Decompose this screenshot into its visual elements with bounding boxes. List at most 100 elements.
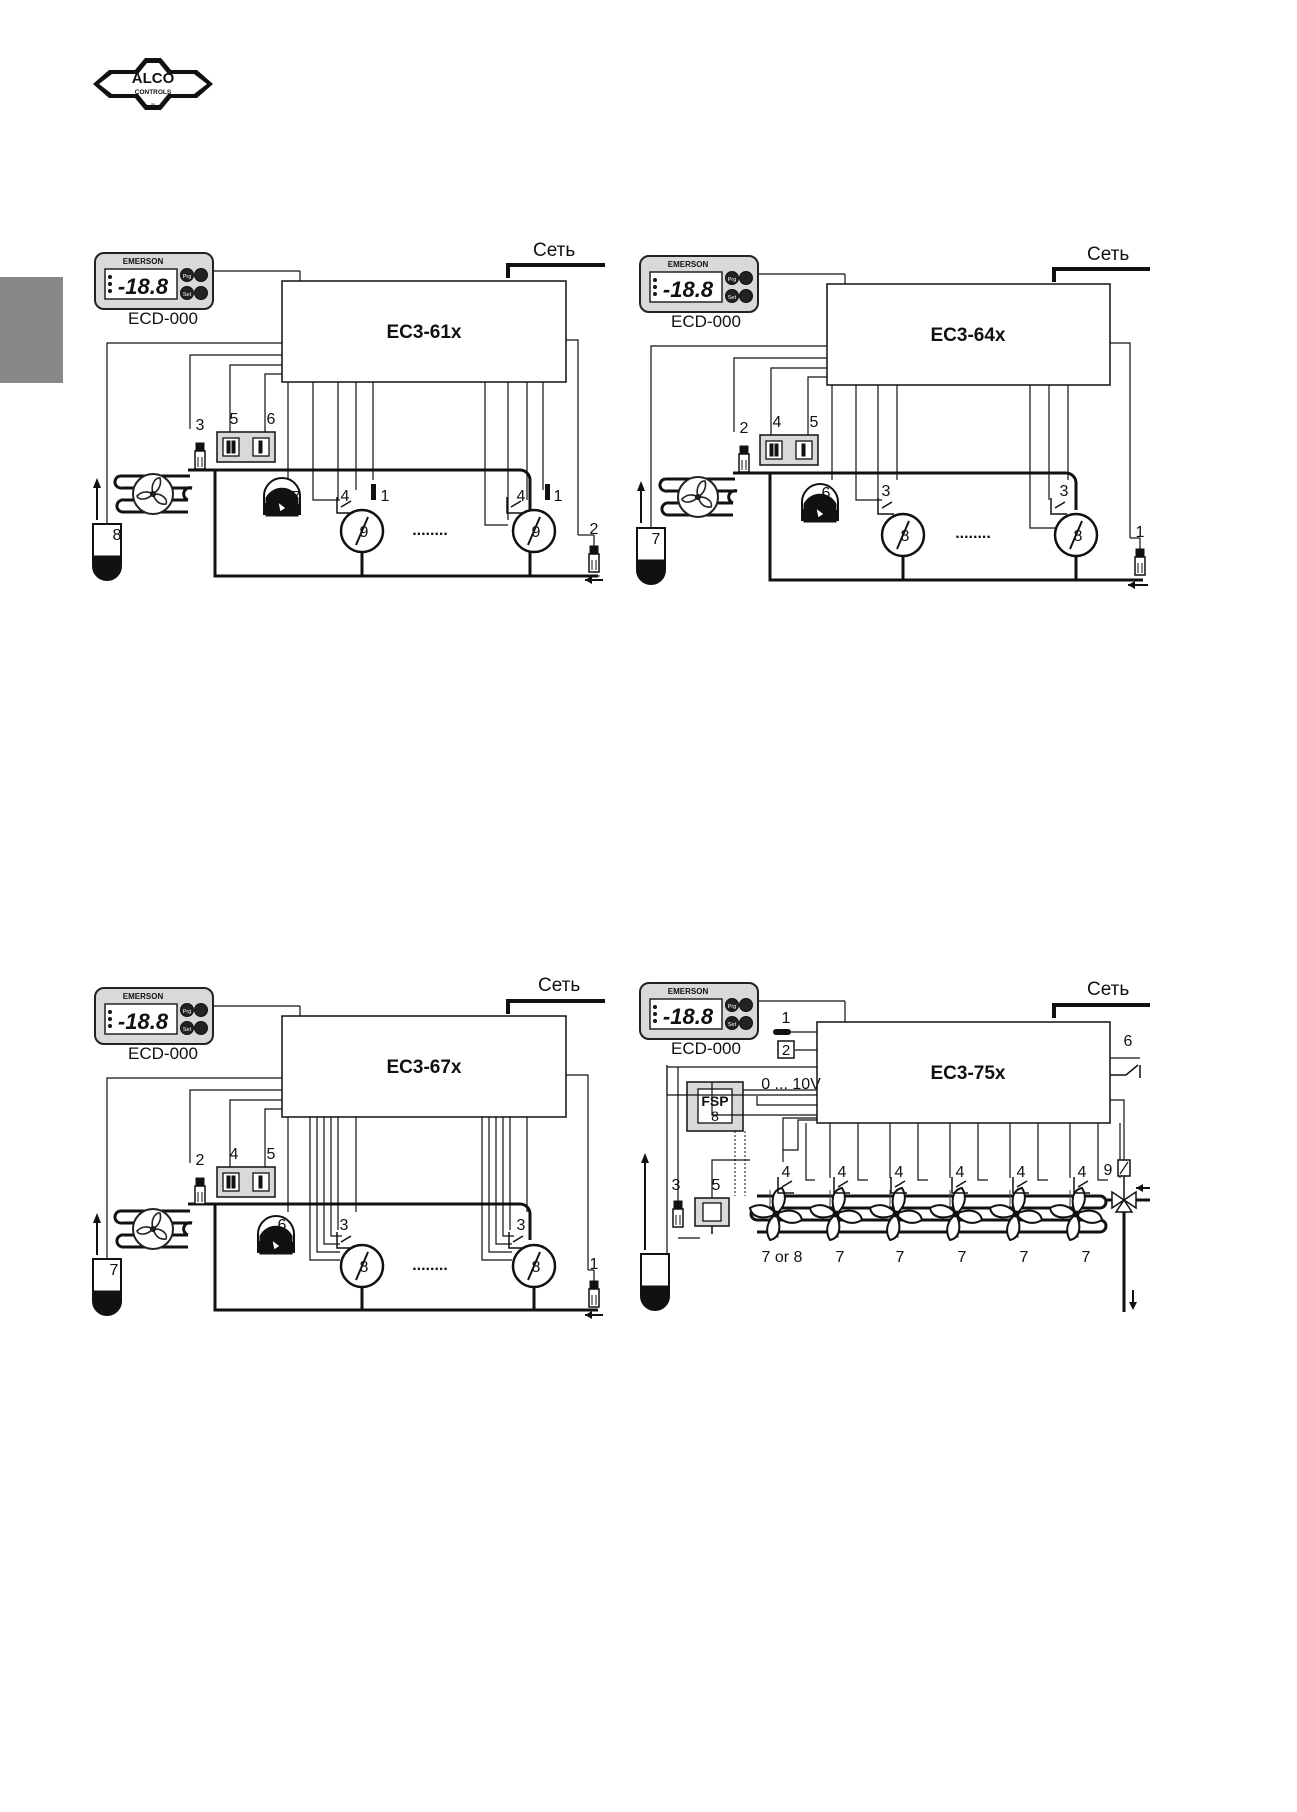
pressure-switch	[694, 1197, 730, 1234]
pressure-transmitter-label: 2	[740, 420, 749, 437]
level-sensor-label: 6	[822, 485, 831, 502]
compressor-label: 8	[532, 1259, 541, 1276]
compressor-label: 8	[1074, 528, 1083, 545]
fan-protection-label: 4	[838, 1164, 847, 1181]
high-pressure-switch-label: 3	[517, 1217, 526, 1234]
temperature-sensor-label: 1	[381, 488, 390, 505]
compressor-label: 8	[901, 528, 910, 545]
display-readout: -18.8	[663, 277, 714, 302]
display-model-label: ECD-000	[128, 309, 198, 328]
display-model-label: ECD-000	[671, 312, 741, 331]
controller-box	[281, 1015, 567, 1118]
high-pressure-switch-label: 4	[517, 488, 526, 505]
more-compressors-dots: ........	[955, 525, 991, 542]
display-brand: EMERSON	[668, 260, 709, 269]
alco-logo: ALCO CONTROLS ®	[93, 58, 213, 110]
pressure-switch-label: 5	[230, 411, 239, 428]
display-prg-button[interactable]: Prg	[728, 1004, 737, 1010]
logo-subword: CONTROLS	[135, 89, 172, 96]
display-brand: EMERSON	[123, 992, 164, 1001]
mains-label: Сеть	[538, 975, 580, 996]
controller-box	[826, 283, 1111, 386]
fsp-module: FSP 8	[686, 1081, 744, 1132]
fan-motor-label: 7	[836, 1249, 845, 1266]
pressure-switch-label: 4	[773, 414, 782, 431]
display-set-button[interactable]: Set	[728, 295, 737, 301]
display-set-button[interactable]: Set	[183, 292, 192, 298]
pressure-switch-label: 4	[230, 1146, 239, 1163]
fan-motor-label: 7 or 8	[762, 1249, 803, 1266]
side-tab	[0, 277, 63, 383]
ecd-display-panel: EMERSON -18.8 Prg Set	[639, 982, 759, 1040]
level-sensor-label: 7	[292, 489, 301, 506]
fan-protection-label: 4	[956, 1164, 965, 1181]
ecd-display-panel: EMERSON -18.8 Prg Set	[94, 252, 214, 310]
pressure-transmitter-label: 2	[196, 1152, 205, 1169]
logo-word: ALCO	[132, 70, 175, 87]
high-pressure-switch-label: 4	[341, 488, 350, 505]
diagram-ec3-67x: EMERSON -18.8 Prg Set ECD-000 Сеть EC3-6…	[92, 975, 605, 1319]
controller-box	[281, 280, 567, 383]
display-set-button[interactable]: Set	[728, 1022, 737, 1028]
display-readout: -18.8	[663, 1004, 714, 1029]
diagram-ec3-64x: EMERSON -18.8 Prg Set ECD-000 Сеть EC3-6…	[636, 244, 1150, 589]
ecd-display-panel: EMERSON -18.8 Prg Set	[639, 255, 759, 313]
pressure-switch-2-label: 6	[267, 411, 276, 428]
controller-label: EC3-67x	[387, 1057, 462, 1078]
level-sensor-label: 6	[278, 1217, 287, 1234]
display-model-label: ECD-000	[671, 1039, 741, 1058]
display-brand: EMERSON	[123, 257, 164, 266]
voltage-signal-label: 0 ... 10V	[761, 1076, 821, 1093]
receiver-label: 7	[652, 531, 661, 548]
low-pressure-transmitter-label: 1	[590, 1256, 599, 1273]
fsp-label: FSP	[701, 1093, 728, 1109]
fan-protection-label: 4	[1078, 1164, 1087, 1181]
fan-protection-label: 4	[1017, 1164, 1026, 1181]
pressure-switch-2-label: 5	[267, 1146, 276, 1163]
mains-label: Сеть	[1087, 244, 1129, 265]
sensor-2-label: 2	[782, 1042, 790, 1059]
high-pressure-switch-label: 3	[1060, 483, 1069, 500]
compressor-label: 9	[532, 524, 541, 541]
receiver-label: 7	[110, 1262, 119, 1279]
mains-label: Сеть	[533, 240, 575, 261]
more-compressors-dots: ........	[412, 1257, 448, 1274]
diagram-ec3-75x: EMERSON -18.8 Prg Set ECD-000 Сеть EC3-7…	[639, 979, 1150, 1312]
high-pressure-switch-label: 3	[340, 1217, 349, 1234]
display-model-label: ECD-000	[128, 1044, 198, 1063]
compressor-label: 8	[360, 1259, 369, 1276]
display-prg-button[interactable]: Prg	[183, 1009, 192, 1015]
pressure-transmitter-label: 3	[672, 1177, 681, 1194]
high-pressure-switch-label: 3	[882, 483, 891, 500]
valve-label: 9	[1104, 1162, 1113, 1179]
fan-motor-label: 7	[958, 1249, 967, 1266]
low-pressure-transmitter-label: 2	[590, 521, 599, 538]
pressure-switch-label: 5	[712, 1177, 721, 1194]
display-prg-button[interactable]: Prg	[183, 274, 192, 280]
fan-motor-label: 7	[1020, 1249, 1029, 1266]
receiver-label: 8	[113, 527, 122, 544]
pressure-transmitter-label: 3	[196, 417, 205, 434]
fan-protection-label: 4	[782, 1164, 791, 1181]
temperature-sensor-label: 1	[554, 488, 563, 505]
controller-box	[816, 1021, 1111, 1124]
display-prg-button[interactable]: Prg	[728, 277, 737, 283]
diagram-ec3-61x: EMERSON -18.8 Prg Set ECD-000 Сеть EC3-6…	[92, 240, 605, 584]
pressure-switch-2-label: 5	[810, 414, 819, 431]
display-set-button[interactable]: Set	[183, 1027, 192, 1033]
ecd-display-panel: EMERSON -18.8 Prg Set	[94, 987, 214, 1045]
fan-motor-label: 7	[896, 1249, 905, 1266]
fan-protection-label: 4	[895, 1164, 904, 1181]
controller-label: EC3-64x	[931, 325, 1006, 346]
more-compressors-dots: ........	[412, 522, 448, 539]
mains-label: Сеть	[1087, 979, 1129, 1000]
fsp-number-label: 8	[711, 1108, 719, 1124]
controller-label: EC3-61x	[387, 322, 462, 343]
alarm-relay-label: 6	[1124, 1033, 1133, 1050]
display-readout: -18.8	[118, 274, 169, 299]
compressor-label: 9	[360, 524, 369, 541]
display-brand: EMERSON	[668, 987, 709, 996]
controller-label: EC3-75x	[931, 1063, 1006, 1084]
temperature-sensor-label: 1	[782, 1010, 791, 1027]
